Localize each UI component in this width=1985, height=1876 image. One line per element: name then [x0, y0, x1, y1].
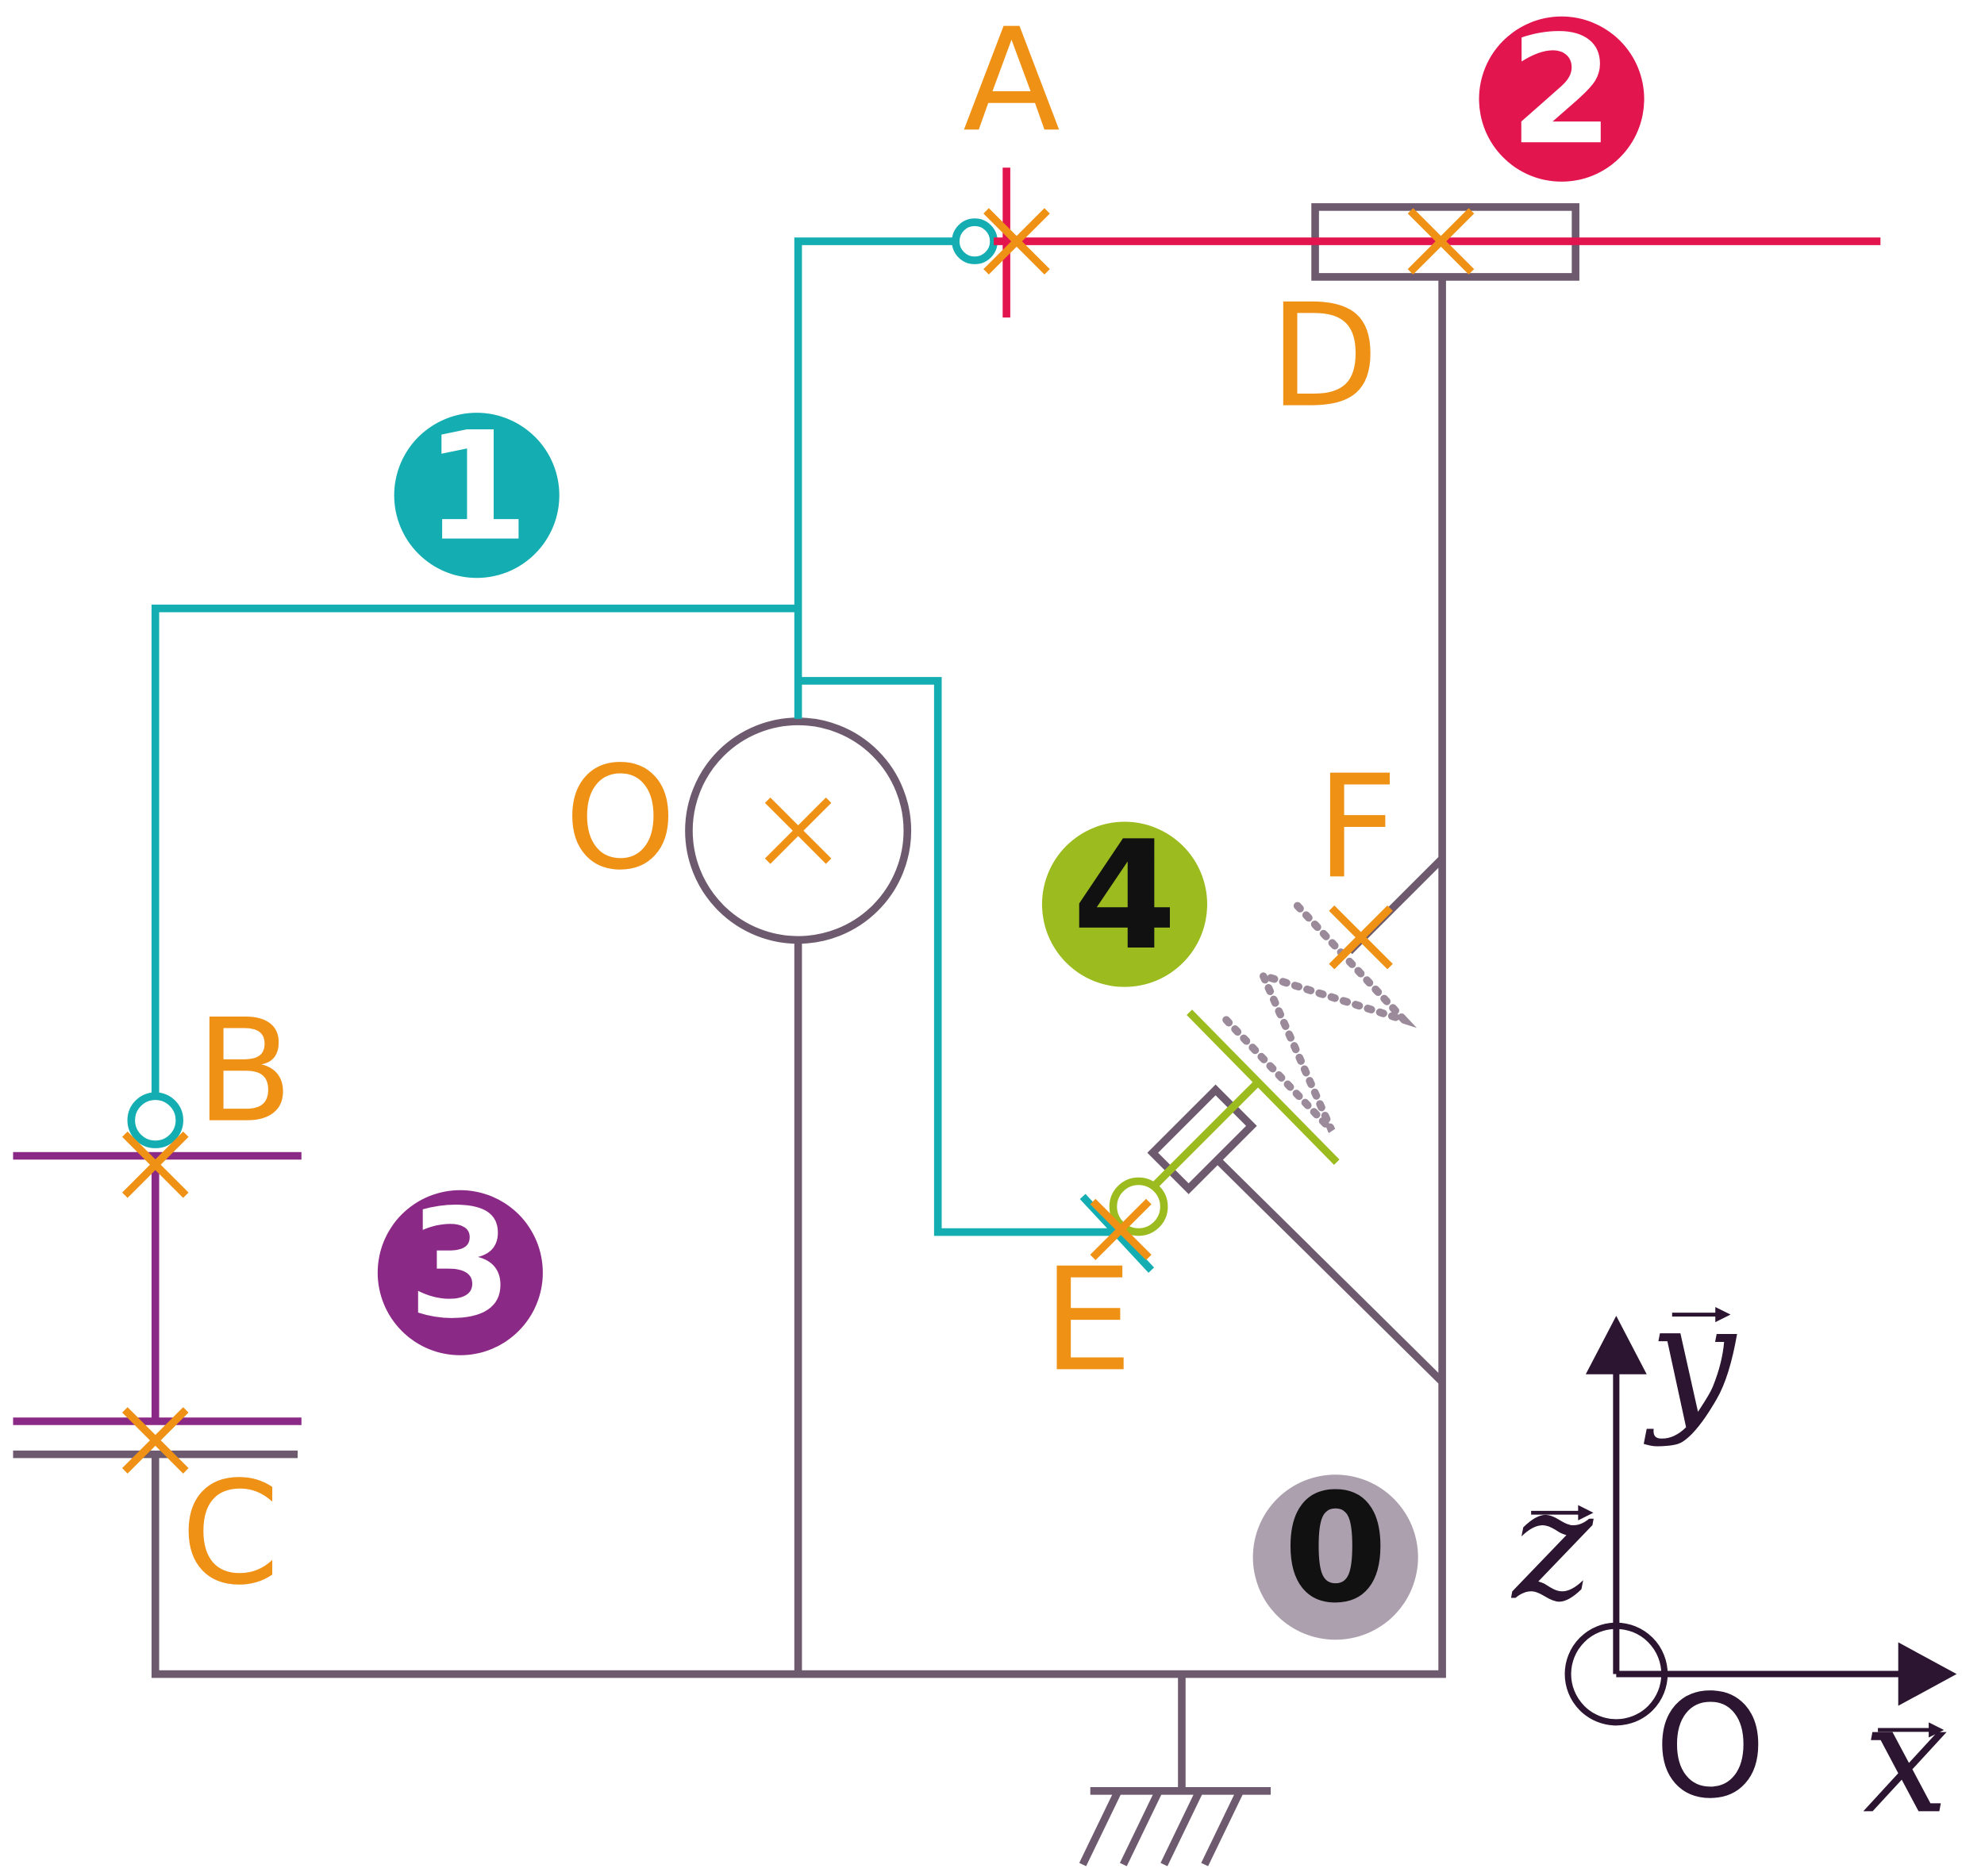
part-4-plate: [1187, 1009, 1340, 1165]
badge-part-2-circle: [1479, 16, 1645, 182]
point-markers: [121, 208, 1475, 1474]
badge-part-2: 2: [1479, 3, 1645, 182]
label-c: C: [181, 1451, 280, 1617]
cross-a: [983, 208, 1050, 275]
part-4-rod: [1152, 1077, 1264, 1188]
badge-part-0-circle: [1252, 1474, 1418, 1640]
axes: [1531, 1306, 1957, 1738]
part-1-right-arm: [798, 677, 1116, 1236]
joint-b-circle: [127, 1092, 183, 1148]
spring-dotted: [1222, 900, 1418, 1133]
part-1-top-arm: [794, 237, 956, 719]
axis-origin-label: O: [1654, 1665, 1766, 1830]
label-d: D: [1269, 275, 1379, 440]
badge-part-4: 4: [1041, 809, 1207, 987]
label-b: B: [195, 990, 293, 1155]
axis-label-z: z: [1511, 1457, 1595, 1634]
cross-c: [121, 1407, 189, 1474]
badge-part-2-label: 2: [1510, 3, 1614, 178]
label-a: A: [963, 0, 1060, 163]
y-axis-arrow: [1585, 1316, 1647, 1374]
badge-part-3: 3: [377, 1177, 543, 1355]
x-axis-arrow: [1898, 1642, 1957, 1706]
badge-part-1: 1: [394, 400, 560, 579]
label-f: F: [1316, 745, 1398, 910]
frame-diagonal-bracket: [1217, 1159, 1445, 1385]
part-3: [13, 1151, 302, 1425]
badge-part-0: 0: [1252, 1462, 1418, 1640]
badge-part-4-label: 4: [1072, 809, 1176, 983]
badge-part-1-label: 1: [425, 400, 529, 575]
axis-labels: y z x O: [1511, 1272, 1949, 1848]
ground-hatch: [1079, 1789, 1244, 1866]
point-labels: A D O F B E C: [181, 0, 1398, 1617]
axis-label-y: y: [1643, 1272, 1737, 1449]
vector-bars: [1531, 1306, 1945, 1738]
axis-label-x: x: [1863, 1670, 1948, 1847]
z-axis-circle: [1564, 1622, 1668, 1726]
badge-part-4-circle: [1041, 821, 1207, 987]
badge-part-1-circle: [394, 413, 560, 579]
cross-d: [1407, 208, 1475, 275]
cross-o: [764, 797, 832, 864]
part-1-left-arm: [151, 604, 798, 1103]
cross-b: [121, 1131, 189, 1198]
badge-part-3-circle: [377, 1190, 543, 1355]
cross-f: [1329, 905, 1393, 970]
badge-part-3-label: 3: [408, 1177, 512, 1351]
badge-part-0-label: 0: [1283, 1462, 1387, 1636]
label-e: E: [1043, 1238, 1133, 1403]
joint-a-circle: [952, 218, 998, 264]
cross-e: [1090, 1198, 1152, 1260]
label-o: O: [564, 736, 676, 901]
part-4: [1109, 1009, 1340, 1236]
